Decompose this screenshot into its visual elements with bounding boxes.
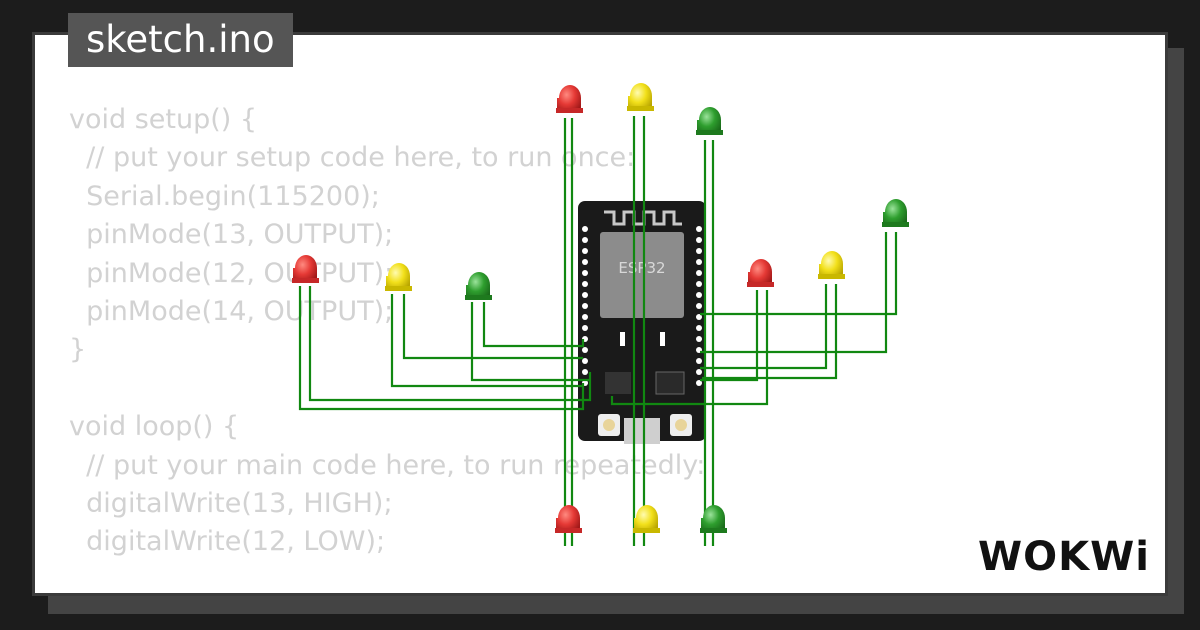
code-line: digitalWrite(13, HIGH); [69,488,393,520]
wires [298,116,898,546]
led-red-left[interactable] [292,255,319,283]
code-line: void setup() { [69,104,258,135]
led-yellow-right[interactable] [818,251,845,279]
pin-header-left [582,226,588,386]
led-red-bottom[interactable] [555,505,582,533]
file-tab[interactable]: sketch.ino [68,13,293,67]
usb-port [624,418,660,444]
chip-label: ESP32 [618,259,665,277]
code-editor: void setup() { // put your setup code he… [69,101,705,562]
led-green-top[interactable] [696,107,723,135]
boot-button[interactable] [598,414,620,436]
led-yellow-bottom[interactable] [633,505,660,533]
code-line: pinMode(13, OUTPUT); [69,219,394,251]
led-green-bottom[interactable] [700,505,727,533]
led-red-top[interactable] [556,85,583,113]
code-line: Serial.begin(115200); [69,180,380,212]
code-line: pinMode(12, OUTPUT); [69,257,394,289]
code-line: void loop() { [69,411,240,443]
reset-button[interactable] [670,414,692,436]
esp32-board[interactable]: ESP32 [578,201,706,444]
led-yellow-top[interactable] [627,83,654,111]
code-line: // put your main code here, to run repea… [69,449,706,481]
led-green-left[interactable] [465,272,492,300]
esp32-module [600,232,684,318]
code-line: digitalWrite(12, LOW); [69,526,386,558]
usb-uart-chip [655,371,685,395]
led-indicator [660,332,665,346]
led-yellow-left[interactable] [385,263,412,291]
code-line: // put your setup code here, to run once… [69,142,636,174]
wokwi-logo: WOKWi [978,534,1150,580]
code-line: pinMode(14, OUTPUT); [69,296,394,328]
code-line: } [69,334,87,366]
led-indicator [620,332,625,346]
led-red-right[interactable] [747,259,774,287]
pin-header-right [696,226,702,386]
led-green-right[interactable] [882,199,909,227]
regulator-chip [605,372,631,394]
